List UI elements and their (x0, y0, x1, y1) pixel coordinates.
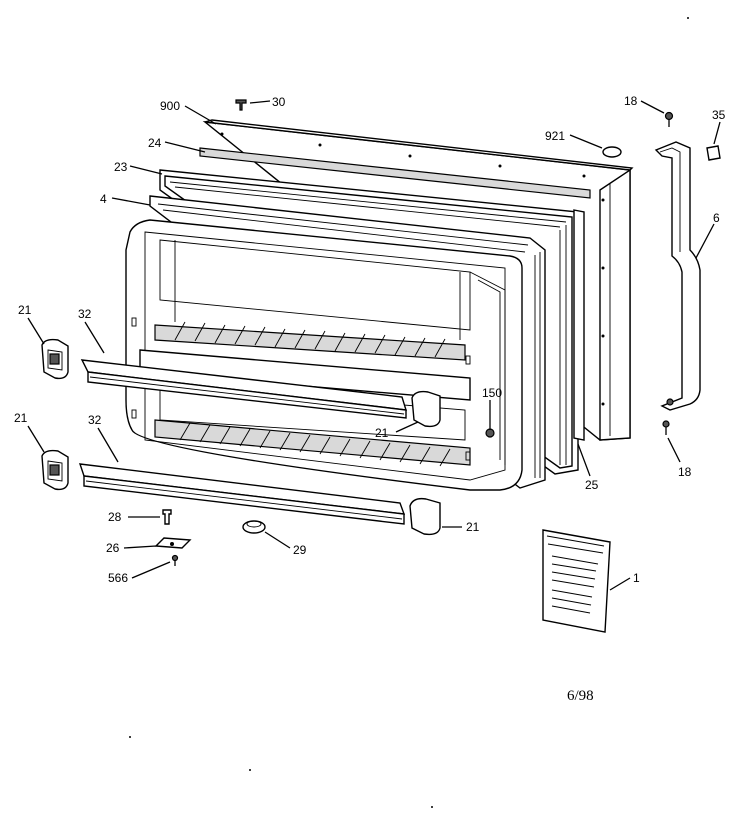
callout-150: 150 (482, 386, 502, 400)
callout-25: 25 (585, 478, 599, 492)
callout-21-left-bottom: 21 (14, 411, 28, 425)
screw-150 (485, 428, 495, 438)
bracket-26 (154, 537, 192, 549)
callout-32-bottom: 32 (88, 413, 102, 427)
callout-23: 23 (114, 160, 128, 174)
scan-specks (129, 17, 689, 808)
screw-30 (235, 99, 247, 111)
callout-labels: 900 30 24 23 4 921 18 35 6 18 21 32 21 3… (14, 94, 726, 585)
date-code: 6/98 (567, 688, 594, 704)
callout-566: 566 (108, 571, 128, 585)
callout-32-top: 32 (78, 307, 92, 321)
cap-35 (706, 145, 721, 161)
callout-28: 28 (108, 510, 122, 524)
shelf-end-cap-left-bottom (41, 449, 69, 491)
callout-29: 29 (293, 543, 307, 557)
callout-26: 26 (106, 541, 120, 555)
callout-24: 24 (148, 136, 162, 150)
inner-door-liner (125, 219, 523, 491)
shelf-end-cap-right (409, 497, 441, 536)
screw-18-bottom (662, 420, 670, 435)
callout-6: 6 (713, 211, 720, 225)
shelf-bar-lower (78, 463, 406, 525)
shelf-bar-upper (80, 359, 407, 419)
callout-35: 35 (712, 108, 726, 122)
callout-1: 1 (633, 571, 640, 585)
callout-21-center: 21 (375, 426, 389, 440)
callout-30: 30 (272, 95, 286, 109)
breaker-strip (573, 209, 585, 441)
callout-900: 900 (160, 99, 180, 113)
shelf-end-cap-left-top (41, 338, 69, 380)
callout-921: 921 (545, 129, 565, 143)
screw-28 (162, 509, 172, 525)
shelf-end-cap-center (411, 390, 441, 428)
plug-29 (242, 520, 266, 534)
use-and-care-booklet (542, 529, 611, 633)
callout-4: 4 (100, 192, 107, 206)
callout-21-right: 21 (466, 520, 480, 534)
leader-lines (27, 100, 721, 591)
callout-18-bottom: 18 (678, 465, 692, 479)
door-handle (654, 141, 701, 411)
callout-21-left-top: 21 (18, 303, 32, 317)
screw-18-top (664, 111, 674, 127)
callout-18-top: 18 (624, 94, 638, 108)
top-trim-strip (199, 147, 591, 199)
screw-566 (171, 554, 179, 566)
plug-921 (602, 146, 622, 158)
